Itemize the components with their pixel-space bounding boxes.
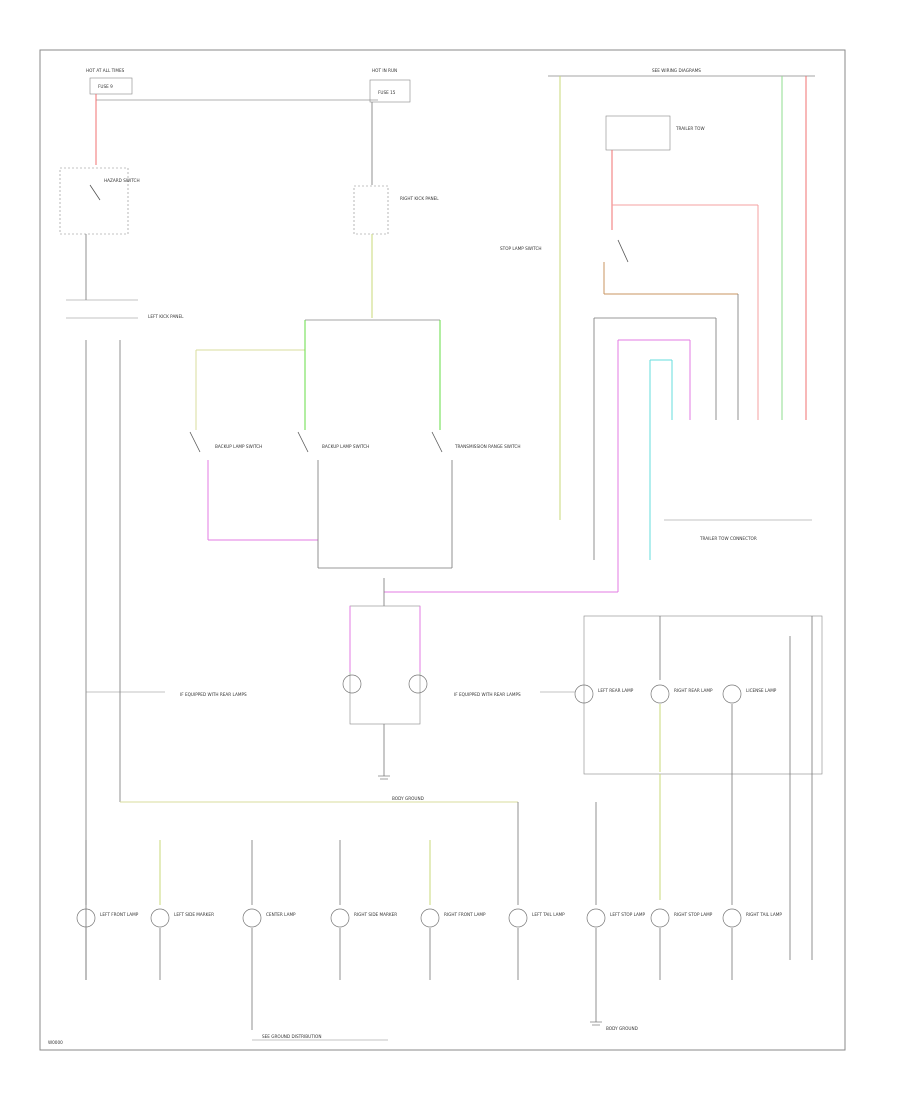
backup-switch-block: BACKUP LAMP SWITCH BACKUP LAMP SWITCH TR… bbox=[189, 320, 521, 569]
rear-lamp-box bbox=[583, 615, 823, 775]
bulb-7-label: LEFT STOP LAMP bbox=[610, 912, 645, 917]
fuse-right-header: SEE WIRING DIAGRAMS bbox=[652, 68, 701, 73]
bottom-bulb-row: LEFT FRONT LAMP LEFT SIDE MARKER CENTER … bbox=[76, 704, 782, 1030]
fuse-mid-header: HOT IN RUN bbox=[372, 68, 397, 73]
bulb-icon bbox=[408, 674, 428, 694]
trailer-connector-label: TRAILER TOW CONNECTOR bbox=[699, 536, 757, 541]
ground-icon bbox=[378, 775, 390, 780]
bulb-icon bbox=[508, 908, 528, 928]
backup-lamp-pair bbox=[342, 605, 428, 725]
bulb-icon bbox=[342, 674, 362, 694]
hazard-switch-box bbox=[59, 167, 129, 235]
backup-switch-2-label: BACKUP LAMP SWITCH bbox=[322, 444, 369, 449]
diagram-frame bbox=[39, 49, 846, 1051]
fuse-icon bbox=[369, 79, 411, 103]
fuse-left-group: HOT AT ALL TIMES FUSE 9 bbox=[86, 68, 133, 95]
fuse-left-label: FUSE 9 bbox=[98, 84, 113, 89]
bulb-4-label: RIGHT SIDE MARKER bbox=[354, 912, 397, 917]
bulb-icon bbox=[242, 908, 262, 928]
license-lamp-label: LICENSE LAMP bbox=[746, 688, 777, 693]
stoplamp-switch-box bbox=[353, 185, 389, 235]
backup-lamp-box bbox=[349, 605, 421, 725]
ground-right-label: BODY GROUND bbox=[606, 1026, 638, 1031]
bulb-icon bbox=[722, 908, 742, 928]
switch-icon bbox=[189, 431, 201, 453]
connector-left-label: LEFT KICK PANEL bbox=[148, 314, 184, 319]
trailer-relay-box bbox=[605, 115, 671, 151]
rear-lamp-left-label: LEFT REAR LAMP bbox=[598, 688, 634, 693]
switch-icon bbox=[431, 431, 443, 453]
bulb-icon bbox=[722, 684, 742, 704]
bulb-icon bbox=[76, 908, 96, 928]
fuse-mid-group: HOT IN RUN FUSE 15 bbox=[369, 68, 411, 103]
bulb-8-label: RIGHT STOP LAMP bbox=[674, 912, 713, 917]
bulb-icon bbox=[574, 684, 594, 704]
optional-left-label: IF EQUIPPED WITH REAR LAMPS bbox=[180, 692, 247, 697]
stoplamp-switch-group: RIGHT KICK PANEL bbox=[353, 185, 439, 235]
bulb-icon bbox=[650, 684, 670, 704]
bulb-icon bbox=[586, 908, 606, 928]
switch-icon bbox=[617, 239, 629, 263]
trailer-relay-group: TRAILER TOW bbox=[605, 115, 705, 151]
trans-switch-label: TRANSMISSION RANGE SWITCH bbox=[454, 444, 521, 449]
stoplamp-switch-label: RIGHT KICK PANEL bbox=[400, 196, 439, 201]
stoplamp-sw-label: STOP LAMP SWITCH bbox=[500, 246, 542, 251]
ground-center-label: BODY GROUND bbox=[392, 796, 424, 801]
switch-icon bbox=[89, 184, 101, 201]
ground-icon bbox=[590, 1021, 602, 1026]
bulb-1-label: LEFT FRONT LAMP bbox=[100, 912, 139, 917]
hazard-switch-group: HAZARD SWITCH bbox=[59, 167, 140, 235]
fuse-left-header: HOT AT ALL TIMES bbox=[86, 68, 125, 73]
bulb-9-label: RIGHT TAIL LAMP bbox=[746, 912, 782, 917]
rear-lamp-group: LEFT REAR LAMP RIGHT REAR LAMP LICENSE L… bbox=[574, 615, 823, 960]
bulb-icon bbox=[150, 908, 170, 928]
bulb-icon bbox=[420, 908, 440, 928]
bottom-note-label: SEE GROUND DISTRIBUTION bbox=[262, 1034, 321, 1039]
bulb-6-label: LEFT TAIL LAMP bbox=[532, 912, 565, 917]
page-id: W0000 bbox=[48, 1040, 63, 1045]
bulb-5-label: RIGHT FRONT LAMP bbox=[444, 912, 486, 917]
trailer-tow-label: TRAILER TOW bbox=[675, 126, 705, 131]
fuse-icon bbox=[89, 77, 133, 95]
connector-left: LEFT KICK PANEL bbox=[66, 299, 184, 319]
hazard-switch-label: HAZARD SWITCH bbox=[104, 178, 140, 183]
backup-switch-1-label: BACKUP LAMP SWITCH bbox=[215, 444, 262, 449]
rear-lamp-right-label: RIGHT REAR LAMP bbox=[674, 688, 713, 693]
bulb-icon bbox=[330, 908, 350, 928]
bulb-2-label: LEFT SIDE MARKER bbox=[174, 912, 214, 917]
fuse-mid-label: FUSE 15 bbox=[378, 90, 396, 95]
trailer-connector-group: TRAILER TOW CONNECTOR bbox=[664, 519, 812, 541]
bulb-3-label: CENTER LAMP bbox=[266, 912, 296, 917]
switch-icon bbox=[297, 431, 309, 453]
bulb-icon bbox=[650, 908, 670, 928]
optional-right-label: IF EQUIPPED WITH REAR LAMPS bbox=[454, 692, 521, 697]
